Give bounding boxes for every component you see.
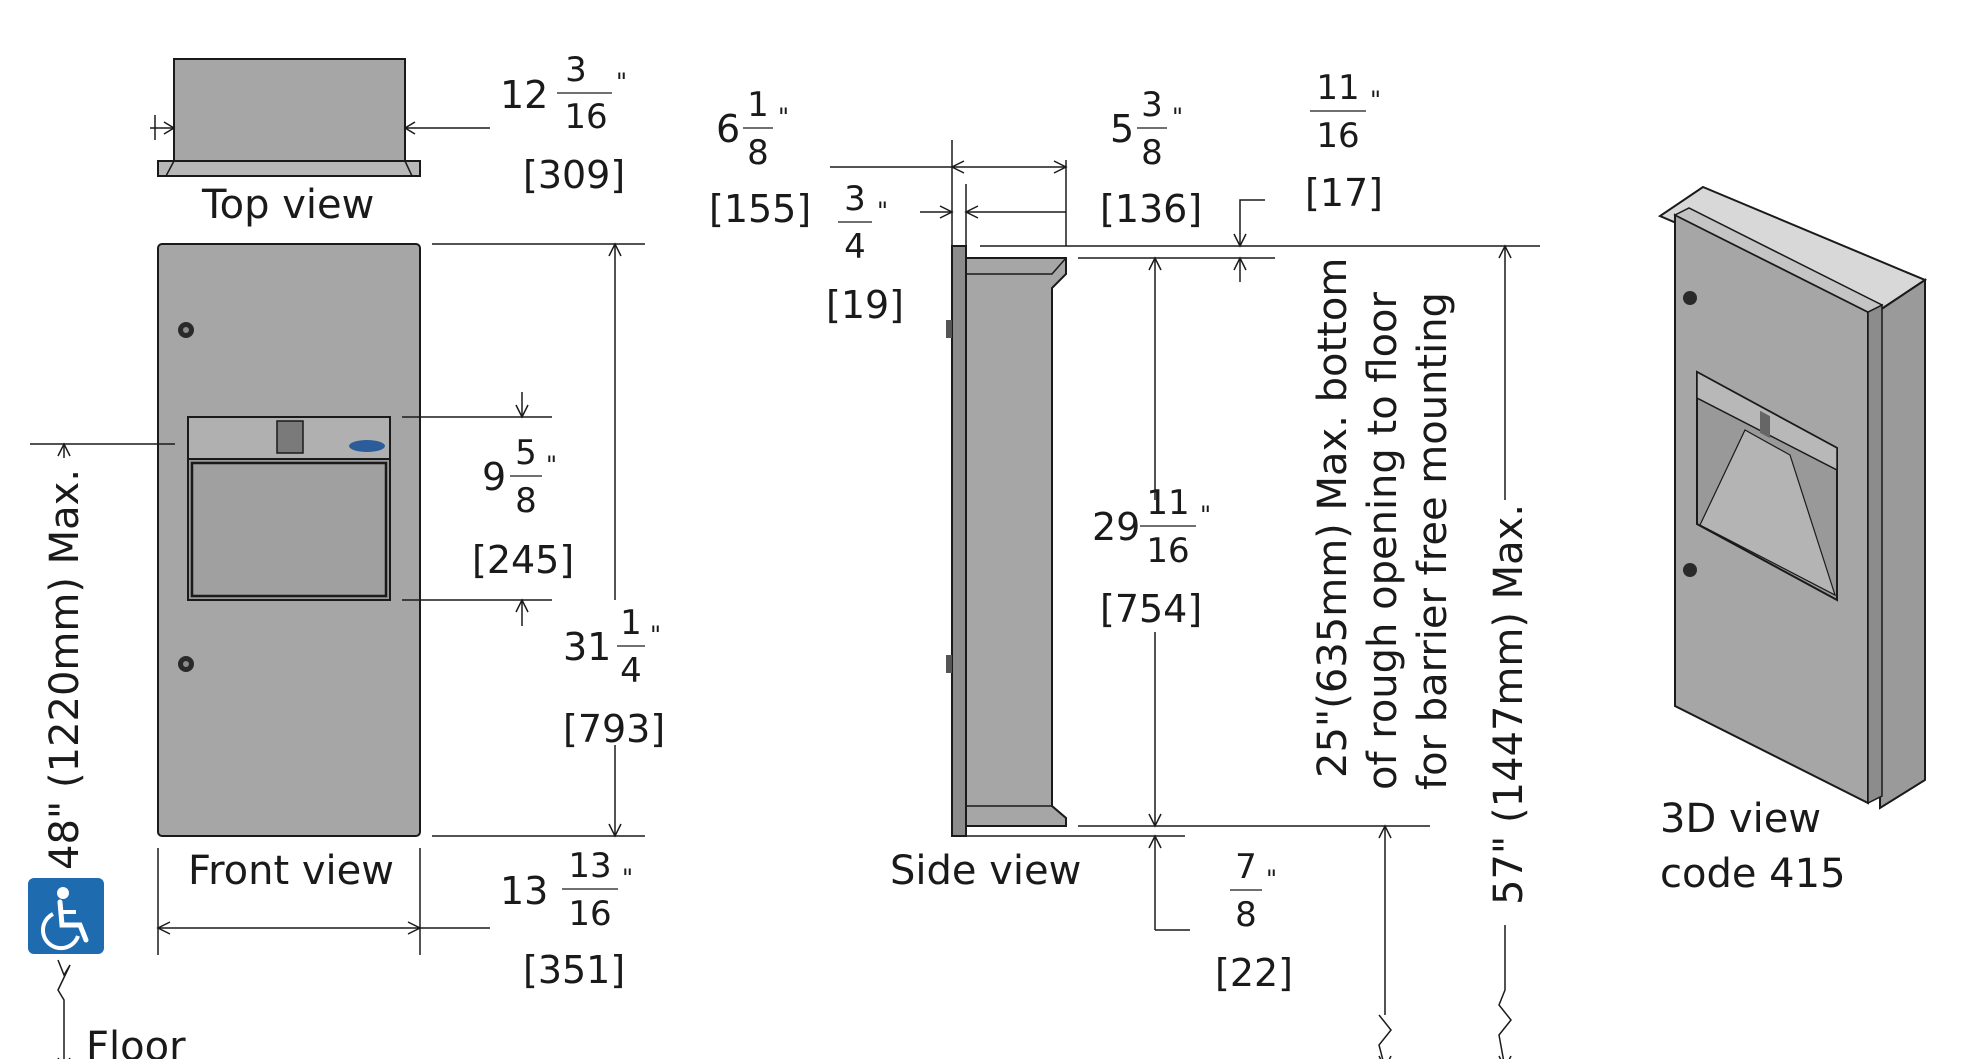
- dim-top-width: 12 3 16 " [309]: [500, 50, 627, 197]
- floor: Floor: [86, 1024, 186, 1059]
- dim-57-max: 57" (1447mm) Max.: [1486, 244, 1532, 1059]
- dim-whole: 13: [500, 869, 548, 913]
- dim-mm: [155]: [709, 187, 811, 231]
- dim-denominator: 16: [568, 894, 611, 934]
- svg-text:": ": [1370, 86, 1381, 114]
- max-57-label: 57" (1447mm) Max.: [1486, 504, 1532, 905]
- dim-numerator: 1: [620, 603, 642, 643]
- dim-numerator: 11: [1146, 483, 1189, 523]
- dim-front-width: 13 13 16 " [351]: [156, 846, 633, 992]
- floor-label: Floor: [86, 1024, 186, 1059]
- dim-mm: [136]: [1100, 187, 1202, 231]
- front-view-label: Front view: [188, 848, 394, 894]
- dim-mm: [793]: [563, 707, 665, 751]
- dim-side-flange: 3 4 " [19]: [826, 179, 1066, 327]
- dim-side-depth-body: 5 3 8 " [136]: [1100, 85, 1202, 231]
- note-line-3: for barrier free mounting: [1410, 292, 1456, 790]
- dim-side-depth-total: 6 1 8 " [155]: [709, 85, 1068, 246]
- dim-denominator: 8: [1141, 133, 1163, 173]
- side-view: Side view: [890, 245, 1081, 894]
- dim-numerator: 3: [565, 50, 587, 90]
- dim-numerator: 3: [1141, 85, 1163, 125]
- max-48-label: 48" (1220mm) Max.: [42, 469, 88, 870]
- svg-text:": ": [546, 451, 557, 479]
- waste-opening: [190, 461, 388, 598]
- dim-whole: 9: [482, 455, 506, 499]
- note-line-1: 25"(635mm) Max. bottom: [1310, 258, 1356, 778]
- dim-numerator: 13: [568, 846, 611, 886]
- dim-opening-height: 9 5 8 " [245]: [402, 392, 574, 626]
- svg-text:": ": [1200, 501, 1211, 529]
- dim-mm: [17]: [1305, 171, 1383, 215]
- dim-side-top-offset: 11 16 " [17]: [980, 68, 1540, 282]
- dim-denominator: 16: [1146, 531, 1189, 571]
- dim-mm: [245]: [472, 538, 574, 582]
- dim-whole: 5: [1110, 107, 1134, 151]
- dim-denominator: 8: [515, 481, 537, 521]
- barrier-free-note: 25"(635mm) Max. bottom of rough opening …: [1310, 258, 1456, 1059]
- iso-view-label-1: 3D view: [1660, 796, 1821, 842]
- top-view-body: [173, 58, 406, 162]
- dim-numerator: 7: [1235, 847, 1257, 887]
- dim-denominator: 4: [620, 651, 642, 691]
- note-line-2: of rough opening to floor: [1360, 291, 1406, 790]
- side-flange: [951, 245, 967, 837]
- dim-whole: 12: [500, 73, 548, 117]
- iso-view: 3D view code 415: [1657, 185, 1928, 897]
- wheelchair-icon: [28, 878, 104, 954]
- dim-side-bottom-offset: 7 8 " [22]: [966, 834, 1293, 995]
- svg-text:": ": [1266, 865, 1277, 893]
- top-view: Top view: [150, 58, 490, 228]
- dim-mm: [351]: [523, 948, 625, 992]
- top-view-flange: [157, 160, 421, 177]
- svg-text:": ": [616, 68, 627, 96]
- dim-numerator: 1: [747, 85, 769, 125]
- svg-text:": ": [1172, 103, 1183, 131]
- dim-mm: [22]: [1215, 951, 1293, 995]
- svg-text:": ": [877, 197, 888, 225]
- dim-denominator: 8: [1235, 895, 1257, 935]
- top-view-label: Top view: [201, 182, 374, 228]
- svg-text:": ": [650, 621, 661, 649]
- svg-text:": ": [778, 103, 789, 131]
- iso-view-label-2: code 415: [1660, 851, 1846, 897]
- dim-front-height: 31 1 4 " [793]: [432, 242, 665, 838]
- side-view-label: Side view: [890, 848, 1081, 894]
- dim-denominator: 16: [1316, 116, 1359, 156]
- dim-denominator: 4: [844, 227, 866, 267]
- svg-text:": ": [622, 864, 633, 892]
- paper-slot: [276, 420, 304, 454]
- dim-mm: [754]: [1100, 587, 1202, 631]
- dim-denominator: 8: [747, 133, 769, 173]
- dim-whole: 29: [1092, 505, 1140, 549]
- dim-numerator: 3: [844, 179, 866, 219]
- dim-whole: 31: [563, 625, 611, 669]
- dim-48-max: 48" (1220mm) Max.: [30, 442, 175, 1059]
- side-body: [965, 257, 1067, 827]
- dim-side-body-height: 29 11 16 " [754]: [1078, 256, 1430, 828]
- logo-badge: [349, 440, 385, 452]
- dim-whole: 6: [716, 107, 740, 151]
- front-view: Front view: [157, 243, 421, 894]
- dim-denominator: 16: [564, 97, 607, 137]
- dim-mm: [19]: [826, 283, 904, 327]
- dim-numerator: 11: [1316, 68, 1359, 108]
- dim-mm: [309]: [523, 153, 625, 197]
- dim-numerator: 5: [515, 433, 537, 473]
